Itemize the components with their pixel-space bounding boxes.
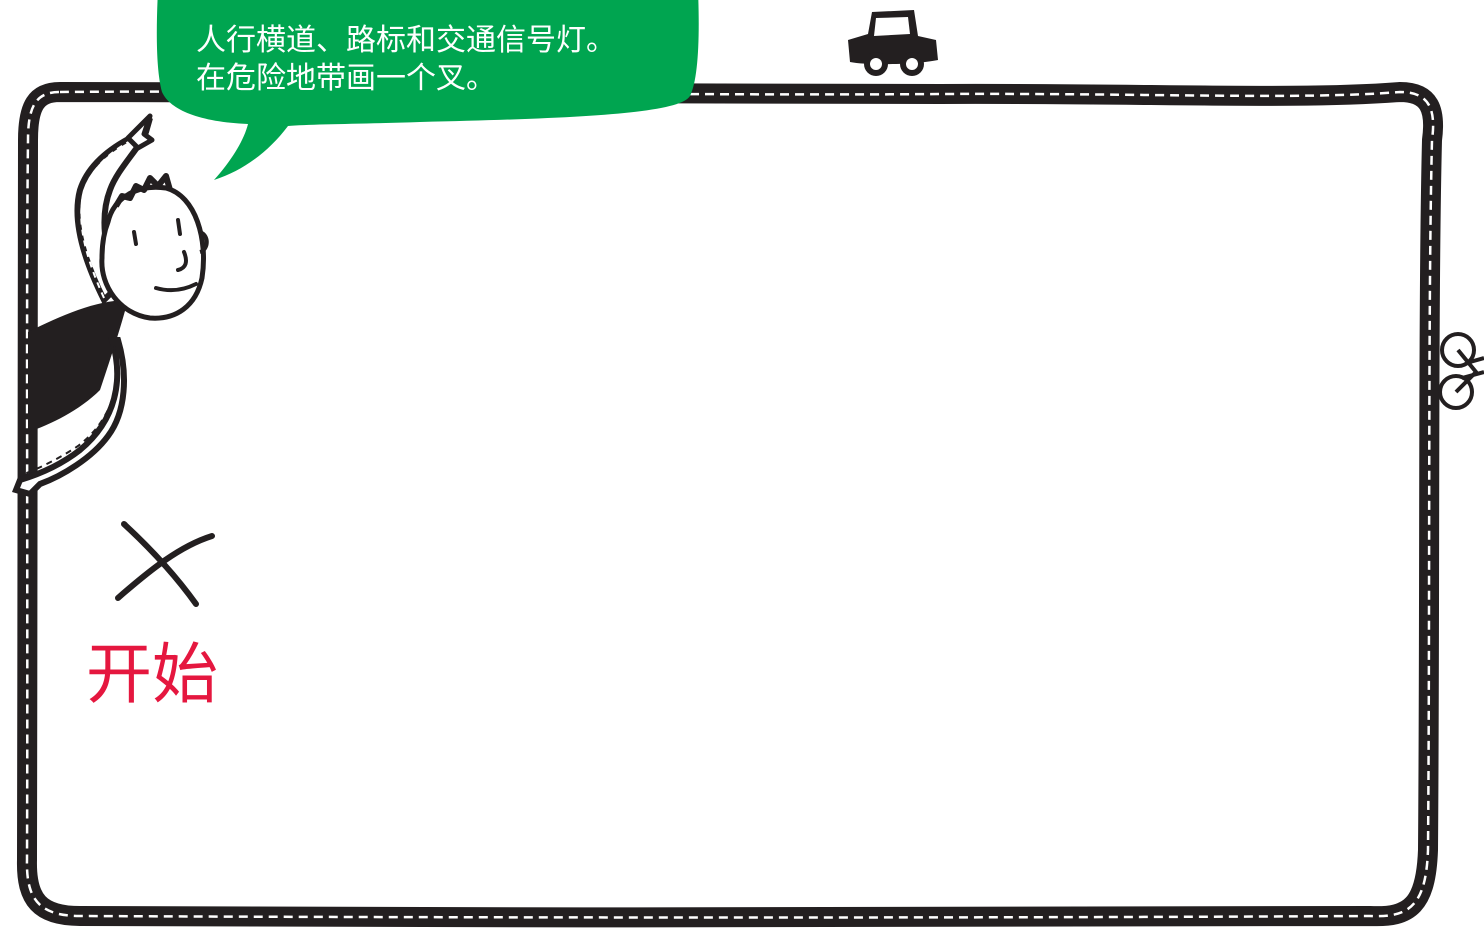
road-outer bbox=[16, 81, 1444, 928]
speech-bubble-line: 在危险地带画一个叉。 bbox=[196, 61, 496, 96]
speech-bubble-text: 人行横道、路标和交通信号灯。 在危险地带画一个叉。 bbox=[196, 0, 676, 98]
road-frame bbox=[16, 81, 1444, 928]
cross-mark-icon bbox=[115, 521, 215, 607]
speech-bubble-line: 人行横道、路标和交通信号灯。 bbox=[196, 23, 616, 58]
person-icon bbox=[11, 113, 209, 498]
speech-bubble bbox=[156, 0, 699, 180]
start-label: 开始 bbox=[86, 636, 218, 713]
speech-bubble-line bbox=[196, 0, 676, 22]
bicycle-icon bbox=[1438, 332, 1484, 410]
road-dashes bbox=[25, 90, 1435, 919]
car-icon bbox=[848, 10, 938, 76]
